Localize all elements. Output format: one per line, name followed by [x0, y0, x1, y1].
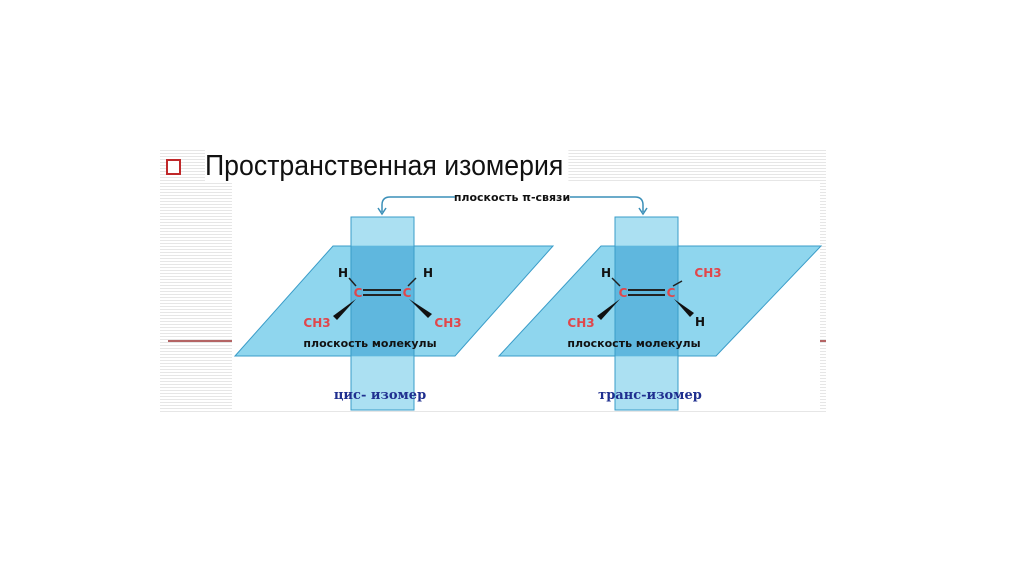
- atom-h: H: [423, 266, 433, 280]
- cis-isomer: H H C C CH3 CH3 плоскость молекулы цис- …: [233, 216, 555, 411]
- molecule-plane-label: плоскость молекулы: [567, 337, 700, 350]
- group-ch3: CH3: [694, 266, 721, 280]
- arrow-right: [570, 196, 644, 212]
- arrow-left: [381, 196, 455, 212]
- trans-isomer: H CH3 C C CH3 H плоскость молекулы транс…: [497, 216, 823, 411]
- atom-c: C: [619, 286, 628, 300]
- atom-h: H: [601, 266, 611, 280]
- atom-c: C: [354, 286, 363, 300]
- molecule-plane-label: плоскость молекулы: [303, 337, 436, 350]
- pi-plane-label: плоскость π-связи: [454, 191, 570, 204]
- bullet-square-icon: [166, 159, 181, 175]
- group-ch3: CH3: [303, 316, 330, 330]
- group-ch3: CH3: [567, 316, 594, 330]
- plane-overlap: [615, 246, 678, 356]
- atom-h: H: [695, 315, 705, 329]
- atom-h: H: [338, 266, 348, 280]
- cis-label: цис- изомер: [334, 388, 426, 403]
- atom-c: C: [403, 286, 412, 300]
- trans-label: транс-изомер: [598, 388, 702, 403]
- atom-c: C: [667, 286, 676, 300]
- slide-title: Пространственная изомерия: [205, 150, 569, 183]
- plane-overlap: [351, 246, 414, 356]
- group-ch3: CH3: [434, 316, 461, 330]
